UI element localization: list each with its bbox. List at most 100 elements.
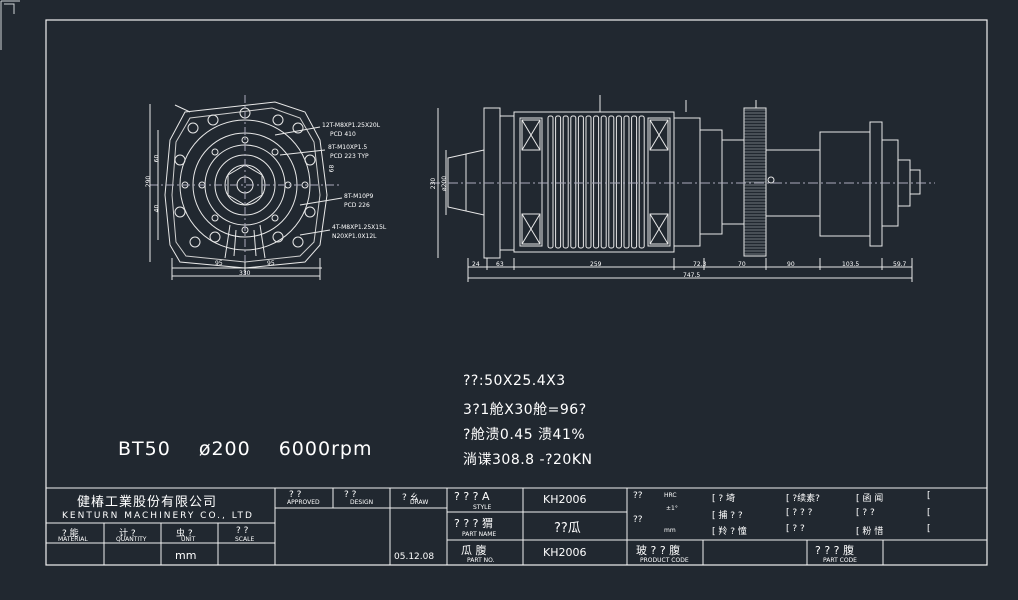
cooling-fin: [570, 115, 577, 249]
unit-mark: 虫 ?: [176, 529, 193, 539]
part-name-value: ??瓜: [554, 521, 581, 536]
front-view-dim-95-left: 95: [215, 260, 223, 267]
quantity-mark: 计 ?: [119, 529, 136, 539]
cooling-fin: [555, 115, 562, 249]
product-code-mark: 玻 ? ? 腹: [636, 544, 681, 557]
side-view-dim-72-3: 72.3: [693, 261, 707, 268]
cooling-fin: [631, 115, 638, 249]
hrc-label: HRC: [664, 492, 677, 499]
side-view-dim-259: 259: [590, 261, 602, 268]
ucs-icon: [0, 0, 20, 50]
drawing-date: 05.12.08: [394, 552, 435, 562]
notes-col2-row1: [ ?续素?: [786, 494, 820, 504]
spec-line-4: 淌谍308.8 -?20KN: [463, 452, 593, 468]
hrc-mark: ??: [633, 491, 643, 501]
front-view-callout-7: 4T-M8XP1.25X15L: [332, 224, 387, 231]
side-view-dim-24: 24: [472, 261, 480, 268]
style-value: KH2006: [543, 493, 587, 506]
side-view-dim-63: 63: [496, 261, 504, 268]
spindle-headline: BT50 ø200 6000rpm: [118, 438, 400, 460]
tolerance-label: ±1°: [666, 505, 678, 512]
side-view-dim-747-5: 747.5: [683, 272, 701, 279]
cooling-fin: [600, 115, 607, 249]
cooling-fin: [638, 115, 645, 249]
front-view-dim-68: 68: [328, 164, 336, 173]
side-view-dim-230: 230: [430, 177, 438, 190]
notes-col2-row2: [ ? ? ?: [786, 508, 813, 518]
front-view: [149, 95, 343, 280]
mm-label: mm: [664, 527, 676, 534]
spec-line-3: ?舱溃0.45 溃41%: [463, 427, 586, 443]
front-view-callout-6: PCD 226: [344, 202, 370, 209]
material-label: MATERIAL: [58, 536, 88, 543]
notes-col3-row1: [ 函 闻: [856, 494, 884, 504]
notes-col1-row3: [ 羚 ? 憧: [712, 527, 747, 537]
side-view-dim-103-5: 103.5: [842, 261, 860, 268]
notes-col3-row3: [ 粉 惜: [856, 527, 884, 537]
quantity-label: QUANTITY: [116, 536, 147, 543]
front-view-dim-60: 60: [153, 154, 161, 163]
unit-value: mm: [175, 549, 197, 562]
cooling-fin: [608, 115, 615, 249]
front-view-callout-8: N20XP1.0X12L: [332, 233, 377, 240]
cooling-fin: [562, 115, 569, 249]
company-name-cn: 健椿工業股份有限公司: [77, 495, 218, 510]
part-name-label: PART NAME: [462, 531, 497, 538]
title-block-grid: [45, 487, 988, 566]
spec-line-1: ??:50X25.4X3: [463, 373, 566, 389]
material-mark: ? 能: [62, 529, 79, 539]
company-name-en: KENTURN MACHINERY CO., LTD: [62, 511, 254, 521]
notes-col2-row3: [ ? ?: [786, 524, 805, 534]
tolerance-mark: ??: [633, 515, 643, 525]
spec-line-2: 3?1舱X30舱=96?: [463, 402, 587, 418]
front-view-dim-290: 290: [145, 175, 153, 188]
side-view-dim-90: 90: [787, 261, 795, 268]
drawing-border: [45, 19, 988, 566]
cooling-fin: [547, 115, 554, 249]
side-view: [430, 95, 935, 282]
design-label: DESIGN: [350, 499, 374, 506]
scale-label: SCALE: [235, 536, 255, 543]
side-view-dim-59-7: 59.7: [893, 261, 907, 268]
cooling-fin: [577, 115, 584, 249]
notes-col1-row2: [ 捕 ? ?: [712, 511, 743, 521]
front-view-callout-3: 8T-M10XP1.5: [328, 144, 368, 151]
cooling-fin: [615, 115, 622, 249]
approved-mark: ? ?: [289, 490, 302, 500]
notes-col3-row2: [ ? ?: [856, 508, 875, 518]
part-code-label: PART CODE: [823, 557, 857, 564]
notes-col4-row3: [: [927, 524, 931, 534]
front-view-callout-4: PCD 223 TYP: [330, 153, 369, 160]
design-mark: ? ?: [344, 490, 357, 500]
cooling-fin: [593, 115, 600, 249]
unit-label: UNIT: [181, 536, 196, 543]
notes-col4-row1: [: [927, 491, 931, 501]
front-view-dim-95-right: 95: [267, 260, 275, 267]
part-no-mark: 瓜 腹: [461, 544, 487, 557]
model-text: BT50: [118, 438, 171, 460]
style-label: STYLE: [473, 504, 492, 511]
part-no-label: PART NO.: [467, 557, 495, 564]
diameter-text: ø200: [198, 438, 251, 460]
notes-col4-row2: [: [927, 508, 931, 518]
side-view-dim-dia-200: ø200: [441, 175, 449, 192]
cooling-fin: [623, 115, 630, 249]
part-no-value: KH2006: [543, 546, 587, 559]
speed-text: 6000rpm: [278, 438, 373, 460]
front-view-dim-40: 40: [153, 204, 161, 213]
front-view-callout-5: 8T-M10P9: [344, 193, 374, 200]
front-view-callout-2: PCD 410: [330, 131, 356, 138]
draw-mark: ? ㄠ: [402, 493, 419, 503]
product-code-label: PRODUCT CODE: [640, 557, 689, 564]
cooling-fin: [585, 115, 592, 249]
scale-mark: ? ?: [236, 526, 249, 536]
part-code-mark: ? ? ? 腹: [815, 544, 855, 557]
notes-col1-row1: [ ? 埼: [712, 494, 736, 504]
front-view-callout-1: 12T-M8XP1.25X20L: [322, 122, 381, 129]
side-view-dim-70: 70: [738, 261, 746, 268]
approved-label: APPROVED: [287, 499, 320, 506]
style-mark: ? ? ? A: [454, 490, 490, 503]
part-name-mark: ? ? ? 猬: [454, 517, 494, 530]
front-view-dim-330: 330: [239, 270, 251, 277]
